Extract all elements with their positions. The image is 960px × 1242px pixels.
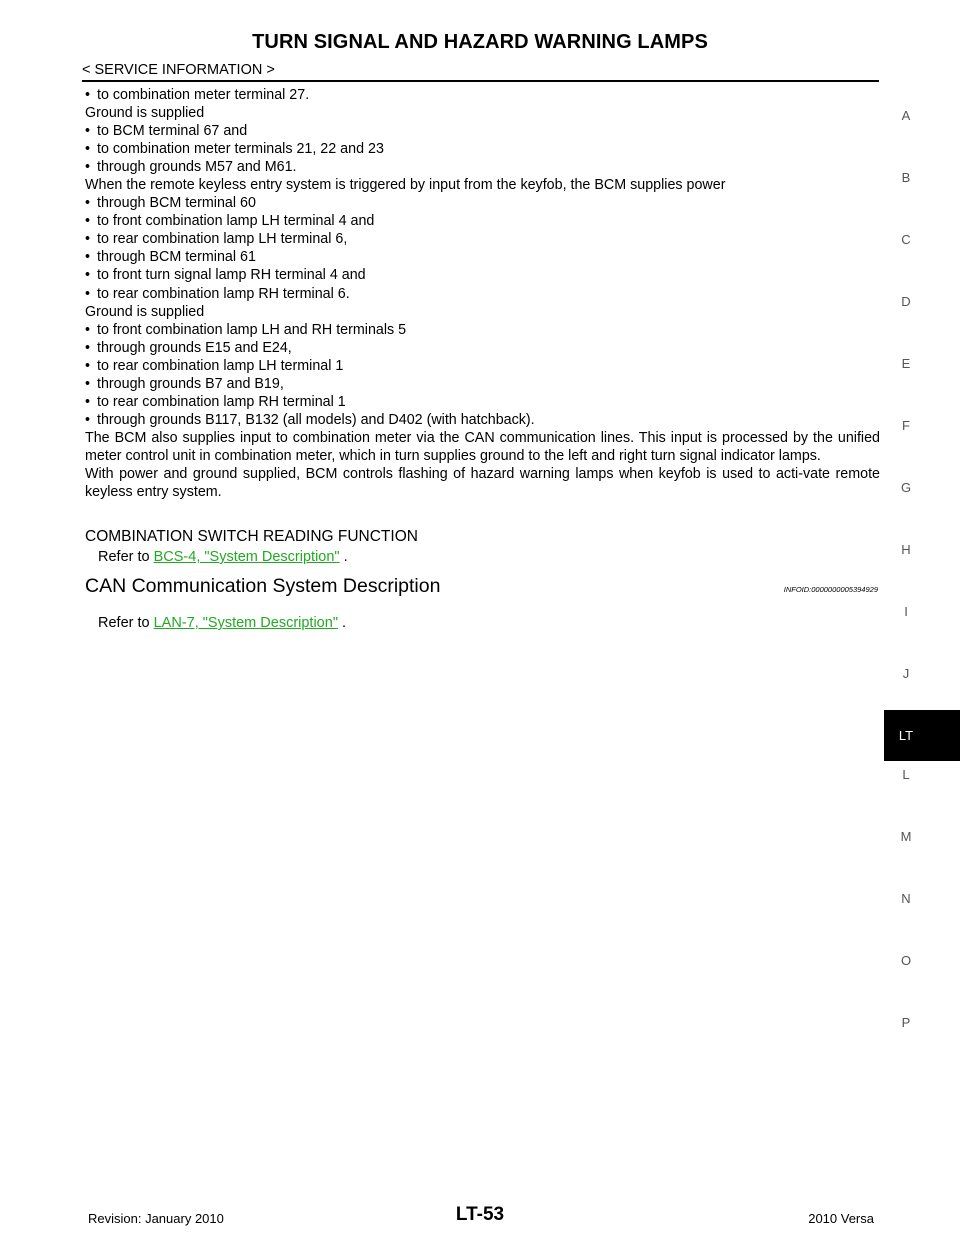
bullet-line: • to combination meter terminal 27. bbox=[85, 86, 880, 104]
page-title: TURN SIGNAL AND HAZARD WARNING LAMPS bbox=[252, 31, 708, 53]
bullet-icon: • bbox=[85, 411, 91, 428]
reference-line-bcs: Refer to BCS-4, "System Description" . bbox=[98, 549, 348, 565]
bullet-icon: • bbox=[85, 249, 91, 266]
text-line: Ground is supplied bbox=[85, 105, 205, 122]
bullet-text: to front combination lamp LH terminal 4 … bbox=[97, 213, 375, 230]
side-index-letter[interactable]: D bbox=[901, 294, 911, 309]
side-index-letter[interactable]: A bbox=[901, 108, 911, 123]
lan-system-description-link[interactable]: LAN-7, "System Description" bbox=[153, 615, 338, 631]
footer-model: 2010 Versa bbox=[808, 1211, 874, 1226]
side-index: A B C D E F G H I J L M N O P bbox=[884, 0, 960, 1242]
bullet-icon: • bbox=[85, 141, 91, 158]
ref-prefix: Refer to bbox=[98, 549, 154, 565]
side-index-active-label: LT bbox=[898, 728, 914, 743]
side-index-letter[interactable]: J bbox=[902, 666, 910, 681]
bullet-icon: • bbox=[85, 357, 91, 374]
bullet-text: to rear combination lamp LH terminal 1 bbox=[97, 357, 344, 374]
bullet-line: • to front turn signal lamp RH terminal 4… bbox=[85, 266, 880, 284]
bullet-icon: • bbox=[85, 231, 91, 248]
bullet-line: • to front combination lamp LH and RH ter… bbox=[85, 321, 880, 339]
paragraph-can-input: The BCM also supplies input to combinati… bbox=[85, 429, 880, 464]
subsection-title: COMBINATION SWITCH READING FUNCTION bbox=[85, 528, 418, 545]
text-line: Ground is supplied bbox=[85, 303, 205, 320]
side-index-active-tab[interactable]: LT bbox=[884, 710, 960, 761]
bullet-line: • through BCM terminal 60 bbox=[85, 194, 880, 212]
side-index-letter[interactable]: M bbox=[900, 829, 912, 844]
bullet-text: to BCM terminal 67 and bbox=[97, 123, 248, 140]
footer-page-number: LT-53 bbox=[455, 1204, 505, 1225]
side-index-letter[interactable]: F bbox=[902, 418, 910, 433]
bullet-icon: • bbox=[85, 195, 91, 212]
bullet-line: • through BCM terminal 61 bbox=[85, 248, 880, 266]
bullet-line: • through grounds M57 and M61. bbox=[85, 158, 880, 176]
can-section-title: CAN Communication System Description bbox=[85, 575, 441, 597]
bullet-icon: • bbox=[85, 375, 91, 392]
body-text: • to combination meter terminal 27. Ground… bbox=[85, 86, 880, 501]
bullet-text: to rear combination lamp RH terminal 6. bbox=[97, 285, 350, 302]
bullet-line: • to rear combination lamp RH terminal 1 bbox=[85, 393, 880, 411]
side-index-letter[interactable]: I bbox=[904, 604, 908, 619]
bullet-text: to front combination lamp LH and RH term… bbox=[97, 321, 407, 338]
bullet-text: to combination meter terminals 21, 22 an… bbox=[97, 141, 384, 158]
bullet-text: through BCM terminal 61 bbox=[97, 249, 256, 266]
bullet-icon: • bbox=[85, 123, 91, 140]
side-index-letter[interactable]: E bbox=[901, 356, 911, 371]
bullet-icon: • bbox=[85, 87, 91, 103]
bullet-text: to front turn signal lamp RH terminal 4 … bbox=[97, 267, 366, 284]
section-tag: < SERVICE INFORMATION > bbox=[82, 62, 275, 78]
ref-suffix: . bbox=[337, 615, 347, 631]
side-index-letter[interactable]: G bbox=[900, 480, 912, 495]
bullet-icon: • bbox=[85, 159, 91, 176]
body-lines: • to combination meter terminal 27. Ground… bbox=[85, 86, 880, 429]
reference-line-lan: Refer to LAN-7, "System Description" . bbox=[98, 615, 346, 631]
bullet-text: through grounds E15 and E24, bbox=[97, 339, 292, 356]
side-index-letter[interactable]: L bbox=[902, 767, 910, 782]
bullet-line: • through grounds B7 and B19, bbox=[85, 375, 880, 393]
info-id: INFOID:0000000005394929 bbox=[783, 585, 878, 594]
bullet-text: to rear combination lamp LH terminal 6, bbox=[97, 231, 348, 248]
bullet-icon: • bbox=[85, 393, 91, 410]
bullet-icon: • bbox=[85, 321, 91, 338]
bullet-line: • through grounds E15 and E24, bbox=[85, 339, 880, 357]
bullet-icon: • bbox=[85, 285, 91, 302]
side-index-letter[interactable]: B bbox=[901, 170, 911, 185]
side-index-letter[interactable]: H bbox=[901, 542, 911, 557]
side-index-letter[interactable]: P bbox=[901, 1015, 911, 1030]
side-index-letter[interactable]: C bbox=[901, 232, 911, 247]
bullet-icon: • bbox=[85, 213, 91, 230]
ref-prefix: Refer to bbox=[98, 615, 154, 631]
bullet-icon: • bbox=[85, 339, 91, 356]
header-rule bbox=[82, 80, 879, 82]
text-line: When the remote keyless entry system is … bbox=[85, 177, 726, 194]
bullet-text: through grounds B117, B132 (all models) … bbox=[97, 411, 535, 428]
ref-suffix: . bbox=[339, 549, 348, 565]
bullet-line: • to BCM terminal 67 and bbox=[85, 122, 880, 140]
bullet-text: to combination meter terminal 27. bbox=[97, 87, 310, 103]
bullet-text: through BCM terminal 60 bbox=[97, 195, 256, 212]
bullet-icon: • bbox=[85, 267, 91, 284]
bullet-text: to rear combination lamp RH terminal 1 bbox=[97, 393, 346, 410]
side-index-letter[interactable]: O bbox=[900, 953, 912, 968]
bcs-system-description-link[interactable]: BCS-4, "System Description" bbox=[153, 549, 340, 565]
bullet-line: • to rear combination lamp LH terminal 1 bbox=[85, 357, 880, 375]
paragraph-hazard-control: With power and ground supplied, BCM cont… bbox=[85, 465, 880, 501]
bullet-line: • to rear combination lamp LH terminal 6, bbox=[85, 230, 880, 248]
side-index-letter[interactable]: N bbox=[901, 891, 911, 906]
bullet-text: through grounds M57 and M61. bbox=[97, 159, 297, 176]
bullet-text: through grounds B7 and B19, bbox=[97, 375, 284, 392]
bullet-line: • through grounds B117, B132 (all models)… bbox=[85, 411, 880, 429]
bullet-line: • to combination meter terminals 21, 22 a… bbox=[85, 140, 880, 158]
bullet-line: • to front combination lamp LH terminal 4… bbox=[85, 212, 880, 230]
footer-revision: Revision: January 2010 bbox=[88, 1211, 224, 1226]
bullet-line: • to rear combination lamp RH terminal 6. bbox=[85, 285, 880, 303]
